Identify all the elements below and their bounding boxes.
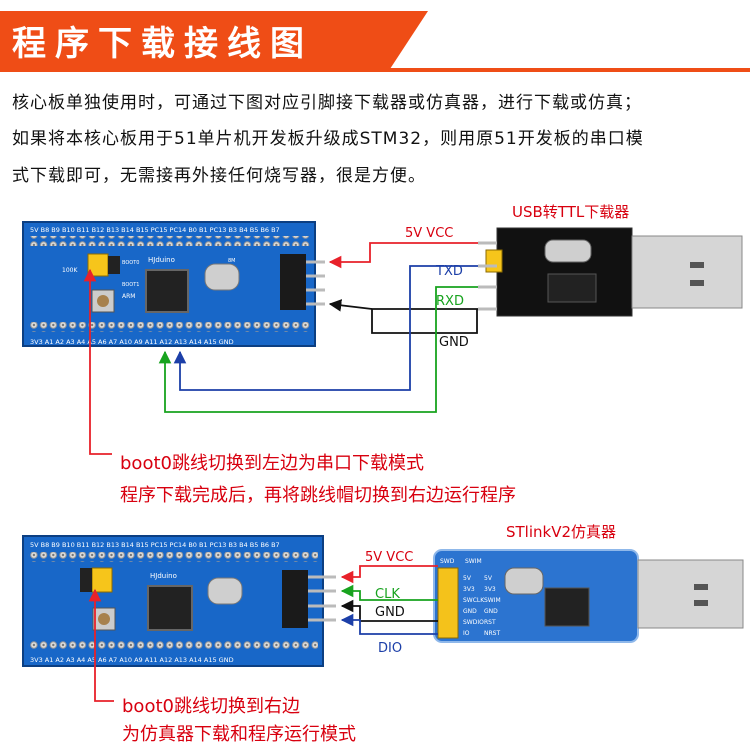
note-emulator-mode-2: 为仿真器下载和程序运行模式 (122, 724, 356, 745)
svg-text:SWD: SWD (440, 558, 455, 565)
usb-plug (631, 235, 743, 309)
crystal-label: 8M (228, 258, 236, 264)
wire-5v-vcc (328, 242, 478, 269)
svg-text:RST: RST (484, 619, 496, 626)
label-gnd-2: GND (375, 605, 405, 620)
title-underline (0, 68, 750, 72)
stlink-pin-labels: SWD 5V 3V3 SWCLK GND SWDIO IO SWIM 5V 3V… (440, 558, 501, 637)
crystal-2 (207, 577, 243, 605)
svg-text:3V3: 3V3 (484, 586, 496, 593)
stlink-module (433, 549, 744, 643)
title-bar: 程序下载接线图 (0, 0, 750, 80)
usb-ttl-crystal (544, 239, 592, 263)
svg-text:IO: IO (463, 630, 470, 637)
note-serial-mode: boot0跳线切换到左边为串口下载模式 (120, 453, 424, 474)
core-board-top: 5V B8 B9 B10 B11 B12 B13 B14 B15 PC15 PC… (22, 221, 325, 347)
boot-header-2 (80, 568, 92, 592)
stlink-title: STlinkV2仿真器 (506, 523, 616, 541)
description-line-1: 核心板单独使用时，可通过下图对应引脚接下载器或仿真器，进行下载或仿真； (12, 93, 642, 113)
svg-text:3V3: 3V3 (463, 586, 475, 593)
core-board-bottom: 5V B8 B9 B10 B11 B12 B13 B14 B15 PC15 PC… (22, 535, 336, 667)
note-emulator-mode-1: boot0跳线切换到右边 (122, 696, 300, 717)
label-5v-vcc-1: 5V VCC (405, 226, 453, 241)
boot-jumper (87, 253, 109, 277)
title-banner (0, 11, 428, 72)
label-rxd: RXD (436, 294, 464, 309)
svg-text:5V: 5V (463, 575, 472, 582)
top-pin-labels-2: 5V B8 B9 B10 B11 B12 B13 B14 B15 PC15 PC… (30, 541, 280, 549)
svg-text:SWCLK: SWCLK (463, 597, 485, 604)
svg-text:SWIM: SWIM (465, 558, 482, 565)
mcu-chip (145, 269, 189, 313)
svg-text:NRST: NRST (484, 630, 500, 637)
usb-ttl-jumper (485, 249, 503, 273)
ch340-chip (547, 273, 597, 303)
boot0-pointer-1 (83, 268, 112, 455)
reset-cap (97, 295, 109, 307)
bottom-pin-labels: 3V3 A1 A2 A3 A4 A5 A6 A7 A10 A9 A11 A12 … (30, 338, 234, 346)
wire-gnd (371, 308, 478, 334)
svg-text:SWIM: SWIM (484, 597, 501, 604)
boot-header (108, 256, 120, 274)
wire-clk (340, 584, 438, 601)
label-clk: CLK (375, 587, 400, 602)
svg-text:GND: GND (484, 608, 498, 615)
stlink-header (437, 567, 459, 639)
label-txd: TXD (435, 264, 463, 279)
wire-5v-vcc-2 (340, 565, 438, 584)
label-dio: DIO (378, 641, 402, 656)
bottom-pin-labels-2: 3V3 A1 A2 A3 A4 A5 A6 A7 A10 A9 A11 A12 … (30, 656, 234, 664)
svg-text:GND: GND (463, 608, 477, 615)
usb-ttl-title: USB转TTL下载器 (512, 203, 629, 221)
crystal (204, 263, 240, 291)
arm-label: ARM (122, 293, 135, 300)
boot0-label: BOOT0 (122, 260, 139, 266)
wire-rxd (158, 286, 478, 413)
label-5v-vcc-2: 5V VCC (365, 550, 413, 565)
svg-text:SWDIO: SWDIO (463, 619, 484, 626)
section2-wires (88, 565, 438, 702)
label-gnd-1: GND (439, 335, 469, 350)
mcu-chip-2 (147, 585, 193, 631)
description-line-3: 式下载即可，无需接再外接任何烧写器，很是方便。 (12, 166, 426, 186)
brand-label-2: HJduino (150, 572, 177, 580)
boot0-pointer-2 (88, 588, 114, 702)
usb-ttl-module (478, 227, 743, 317)
swd-header (280, 254, 306, 310)
boot-jumper-2 (91, 567, 113, 593)
svg-text:5V: 5V (484, 575, 493, 582)
wire-txd (173, 265, 478, 391)
boot1-label: BOOT1 (122, 282, 139, 288)
page-title: 程序下载接线图 (12, 24, 313, 64)
top-pin-labels: 5V B8 B9 B10 B11 B12 B13 B14 B15 PC15 PC… (30, 226, 280, 234)
brand-label: HJduino (148, 256, 175, 264)
resistor-label: 100K (62, 267, 78, 274)
swd-header-2 (282, 570, 308, 628)
stlink-chip (544, 587, 590, 627)
note-run-mode: 程序下载完成后，再将跳线帽切换到右边运行程序 (120, 485, 516, 506)
description-line-2: 如果将本核心板用于51单片机开发板升级成STM32，则用原51开发板的串口模 (12, 129, 644, 149)
section1-wires (83, 242, 478, 455)
wire-gnd-2 (340, 599, 438, 622)
stlink-usb-plug (637, 559, 744, 629)
wire-dio (340, 613, 438, 635)
